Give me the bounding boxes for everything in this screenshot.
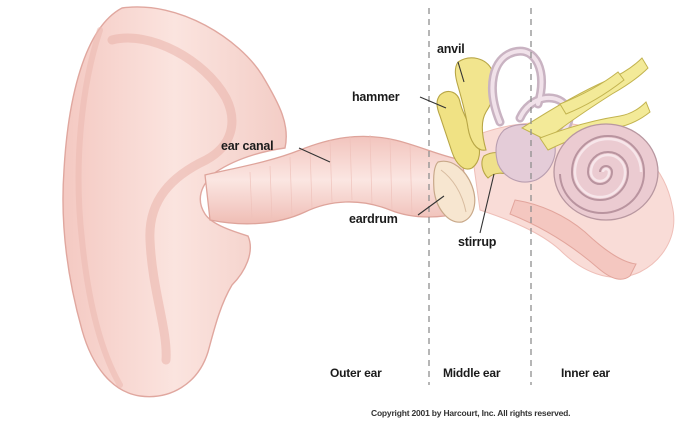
region-label-middle-ear: Middle ear xyxy=(443,366,500,380)
copyright-notice: Copyright 2001 by Harcourt, Inc. All rig… xyxy=(371,408,570,418)
label-eardrum: eardrum xyxy=(349,212,398,226)
label-anvil: anvil xyxy=(437,42,465,56)
label-ear-canal: ear canal xyxy=(221,139,273,153)
label-hammer: hammer xyxy=(352,90,399,104)
cochlea xyxy=(554,124,658,220)
label-stirrup: stirrup xyxy=(458,235,496,249)
region-label-inner-ear: Inner ear xyxy=(561,366,610,380)
region-label-outer-ear: Outer ear xyxy=(330,366,382,380)
